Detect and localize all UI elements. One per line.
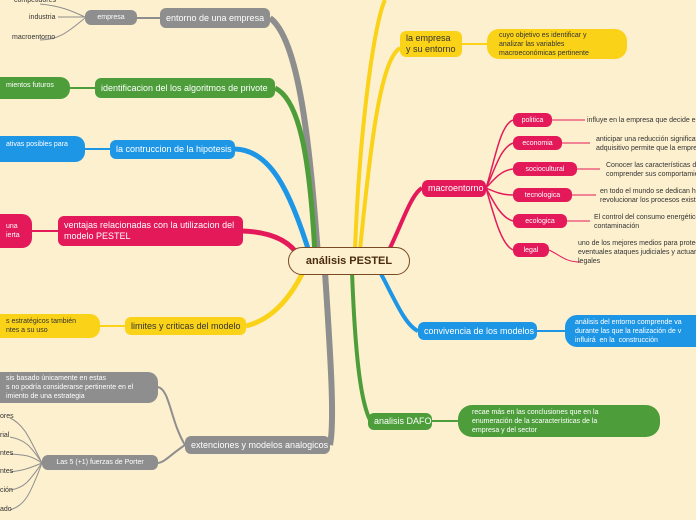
- porter-item-5: ción: [0, 487, 13, 494]
- legal-node[interactable]: legal: [513, 243, 549, 257]
- ecologica-node[interactable]: ecologica: [513, 214, 567, 228]
- limites-child-node[interactable]: s estratégicos también ntes a su uso: [0, 314, 100, 338]
- tecnologica-node[interactable]: tecnologica: [513, 188, 572, 202]
- limites-node[interactable]: limites y criticas del modelo: [125, 317, 246, 335]
- politica-text: influye en la empresa que decide es: [587, 117, 696, 124]
- ventajas-child-node[interactable]: una ierta: [0, 214, 32, 248]
- entorno-empresa-node[interactable]: entorno de una empresa: [160, 8, 270, 28]
- macroentorno-node[interactable]: macroentorno: [422, 180, 486, 197]
- branch-top: [353, 0, 387, 251]
- competidores-label: competidores: [14, 0, 57, 4]
- dafo-child[interactable]: recae más en las conclusiones que en la …: [458, 405, 660, 437]
- porter-item-1: ores: [0, 413, 14, 420]
- industria-label: industria: [29, 14, 56, 21]
- empresa-node[interactable]: empresa: [85, 10, 137, 25]
- economia-node[interactable]: economia: [513, 136, 562, 150]
- legal-text: uno de los mejores medios para proteg ev…: [578, 240, 696, 265]
- porter-item-3: ntes: [0, 450, 14, 457]
- convivencia-node[interactable]: convivencia de los modelos: [418, 322, 537, 340]
- politica-node[interactable]: politica: [513, 113, 552, 127]
- contruccion-node[interactable]: la contruccion de la hipotesis: [110, 140, 235, 159]
- sociocultural-node[interactable]: sociocultural: [513, 162, 577, 176]
- porter-item-2: rial: [0, 432, 10, 439]
- economia-text: anticipar una reducción significat adqui…: [596, 136, 696, 152]
- identificacion-node[interactable]: identificacion del los algoritmos de pri…: [95, 78, 275, 98]
- porter-item-4: ntes: [0, 468, 14, 475]
- extensiones-child-node[interactable]: sis basado únicamente en estas s no podr…: [0, 372, 158, 403]
- porter-item-6: ado: [0, 506, 12, 513]
- branch-identificacion: [273, 85, 318, 256]
- empresa-entorno-node[interactable]: la empresa y su entorno: [400, 31, 462, 57]
- mientos-futuros-node[interactable]: mientos futuros: [0, 77, 70, 99]
- branch-extensiones: [322, 271, 336, 446]
- empresa-entorno-child[interactable]: cuyo objetivo es identificar y analizar …: [487, 29, 627, 59]
- tecnologica-text: en todo el mundo se dedican ho revolucio…: [600, 188, 696, 204]
- convivencia-child[interactable]: análisis del entorno comprende va durant…: [565, 315, 696, 347]
- branch-limites: [245, 266, 308, 329]
- branch-empresa-entorno: [358, 46, 402, 251]
- branch-contruccion: [234, 146, 313, 256]
- branch-dafo: [350, 271, 372, 421]
- porter-node[interactable]: Las 5 (+1) fuerzas de Porter: [42, 455, 158, 470]
- dafo-node[interactable]: analisis DAFO: [368, 413, 432, 430]
- extensiones-node[interactable]: extenciones y modelos analogicos: [185, 436, 330, 454]
- alternativas-node[interactable]: ativas posibles para: [0, 136, 85, 162]
- ecologica-text: El control del consumo energético contam…: [594, 214, 696, 230]
- ventajas-node[interactable]: ventajas relacionadas con la utilizacion…: [58, 216, 243, 246]
- sociocultural-text: Conocer las características de comprende…: [606, 162, 696, 178]
- macroentorno-sub-label: macroentorno: [12, 34, 56, 41]
- central-topic[interactable]: análisis PESTEL: [288, 247, 410, 275]
- branch-convivencia: [378, 271, 420, 333]
